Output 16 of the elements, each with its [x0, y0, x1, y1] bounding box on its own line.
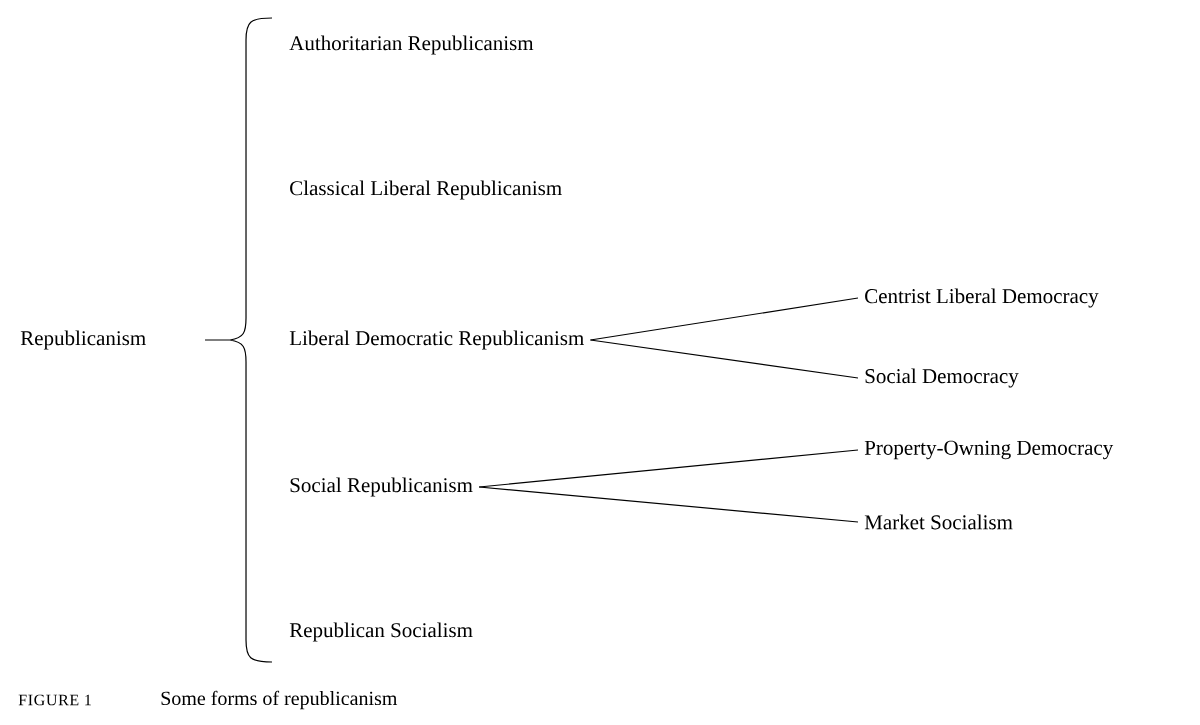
connector-line: [589, 297, 859, 341]
connector-line: [478, 486, 859, 523]
connector-line: [589, 339, 859, 379]
node-label: Social Republicanism: [290, 477, 473, 497]
node-label: Market Socialism: [864, 514, 1013, 530]
node-label: Republican Socialism: [289, 622, 473, 642]
node-label: Centrist Liberal Democracy: [865, 288, 1099, 308]
node-label: Property-Owning Democracy: [864, 440, 1114, 460]
node-label: Republicanism: [20, 330, 146, 350]
node-label: Classical Liberal Republicanism: [290, 180, 562, 200]
node-label: Social Democracy: [865, 368, 1019, 388]
caption: Some forms of republicanism: [161, 690, 398, 710]
connector-line: [478, 449, 859, 488]
figure-number: FIGURE 1: [18, 694, 91, 706]
node-label: Liberal Democratic Republicanism: [289, 330, 584, 350]
node-label: Authoritarian Republicanism: [289, 35, 534, 55]
